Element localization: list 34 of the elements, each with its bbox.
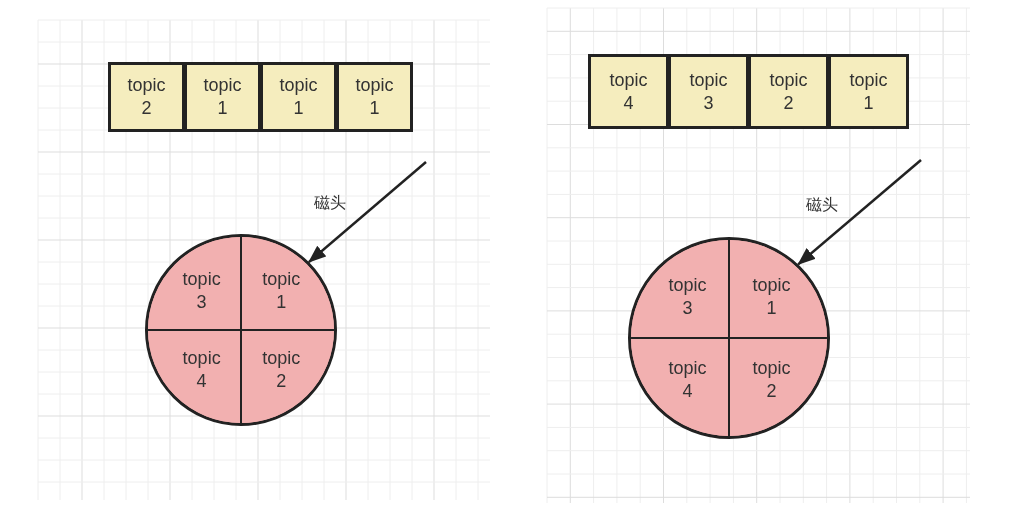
topic-label: topic 2	[752, 357, 791, 404]
topic-label: topic 3	[668, 273, 707, 320]
arrow	[308, 161, 427, 264]
topic-box	[108, 62, 185, 132]
topic-box	[336, 62, 413, 132]
topic-label: topic 2	[262, 347, 301, 394]
topic-label: topic 1	[279, 74, 318, 120]
topic-label: topic 3	[689, 68, 728, 115]
disk-sector	[729, 240, 827, 338]
topic-box	[828, 54, 909, 129]
disk-sector	[148, 237, 241, 330]
topic-label: topic 1	[849, 68, 888, 115]
topic-label: topic 2	[769, 68, 808, 115]
arrow	[797, 159, 922, 266]
topic-label: topic 1	[355, 74, 394, 120]
disk-sector	[631, 240, 729, 338]
topic-label: topic 4	[182, 347, 221, 394]
topic-box	[184, 62, 261, 132]
topic-label: topic 2	[127, 74, 166, 120]
topic-box	[668, 54, 749, 129]
topic-label: topic 1	[262, 267, 301, 314]
topic-label: topic 1	[752, 273, 791, 320]
topic-label: topic 1	[203, 74, 242, 120]
edge-label: 磁头	[314, 193, 346, 213]
topic-box	[748, 54, 829, 129]
disk-sector	[148, 330, 241, 423]
topic-label: topic 4	[668, 357, 707, 404]
topic-label: topic 3	[182, 267, 221, 314]
topic-box	[260, 62, 337, 132]
disk-sector	[729, 338, 827, 436]
edge-label: 磁头	[806, 195, 838, 215]
topic-box	[588, 54, 669, 129]
disk-sector	[241, 237, 334, 330]
topic-label: topic 4	[609, 68, 648, 115]
